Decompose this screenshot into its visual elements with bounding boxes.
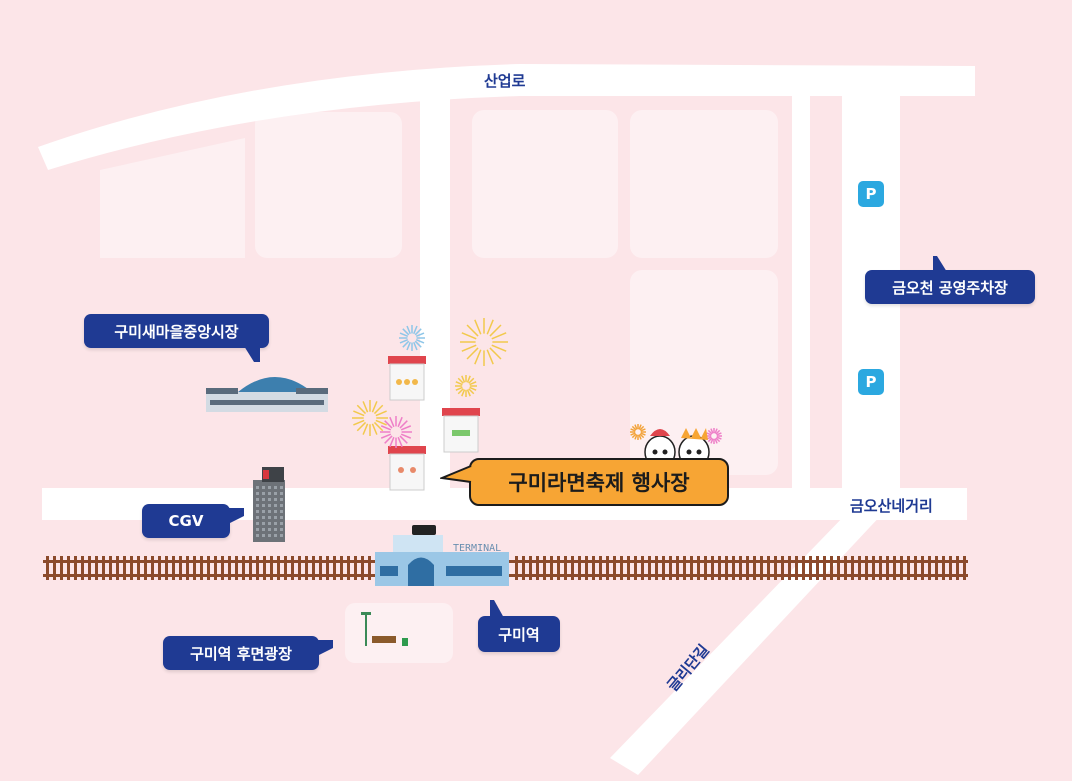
parking-icon[interactable]: P — [858, 369, 884, 395]
label-cgv[interactable]: CGV — [142, 504, 244, 538]
cgv-building — [253, 467, 285, 542]
road-sanup-ro — [38, 64, 975, 170]
pointer-tail — [933, 256, 947, 272]
festival-stalls — [388, 356, 480, 491]
pointer-tail — [317, 640, 333, 656]
pointer-tail — [244, 346, 260, 362]
block — [630, 270, 778, 475]
pointer-tail — [490, 600, 504, 618]
road-gurodan-gil — [610, 512, 884, 775]
label-cgv-text: CGV — [168, 512, 204, 530]
festival-venue-pointer — [440, 465, 472, 483]
road-vertical — [792, 90, 810, 500]
label-gumi-station[interactable]: 구미역 — [478, 600, 560, 652]
block — [100, 138, 245, 258]
label-market-text: 구미새마을중앙시장 — [114, 322, 239, 341]
label-parking-lot[interactable]: 금오천 공영주차장 — [865, 256, 1035, 304]
festival-venue-label[interactable]: 구미라면축제 행사장 — [469, 458, 729, 506]
label-gumi-station-text: 구미역 — [498, 625, 540, 644]
road-label-geumosan-intersection: 금오산네거리 — [850, 497, 933, 515]
terminal-sign: TERMINAL — [453, 543, 501, 554]
parking-icon[interactable]: P — [858, 181, 884, 207]
block — [472, 110, 618, 258]
terminal-building: TERMINAL — [375, 525, 509, 586]
market-building — [206, 377, 328, 412]
plaza-bench — [361, 612, 408, 646]
label-market[interactable]: 구미새마을중앙시장 — [84, 314, 269, 362]
label-station-plaza-text: 구미역 후면광장 — [190, 644, 292, 663]
road-label-sanup-ro: 산업로 — [484, 72, 526, 90]
festival-venue-text: 구미라면축제 행사장 — [508, 471, 690, 495]
stall — [442, 408, 480, 453]
city-blocks — [100, 110, 778, 663]
block — [345, 603, 453, 663]
block — [255, 112, 402, 258]
label-station-plaza[interactable]: 구미역 후면광장 — [163, 636, 333, 670]
label-parking-lot-text: 금오천 공영주차장 — [892, 278, 1008, 297]
stall — [388, 356, 426, 401]
block — [630, 110, 778, 258]
pointer-tail — [228, 508, 244, 524]
stall — [388, 446, 426, 491]
